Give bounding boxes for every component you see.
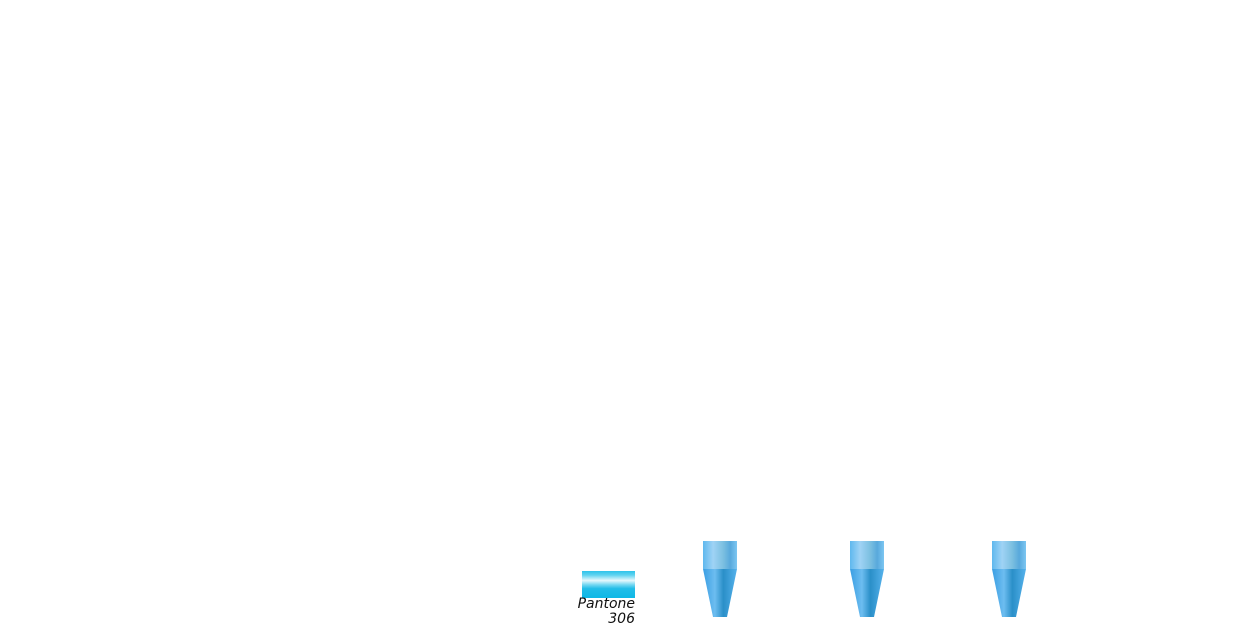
nozzle-tip-1 [703,541,737,617]
pantone-color-swatch [582,571,635,598]
pantone-number: 306 [608,611,635,627]
pantone-name: Pantone [577,596,635,612]
pantone-label: Pantone 306 [572,597,635,627]
nozzle-tip-2 [850,541,884,617]
nozzle-tip-3 [992,541,1026,617]
